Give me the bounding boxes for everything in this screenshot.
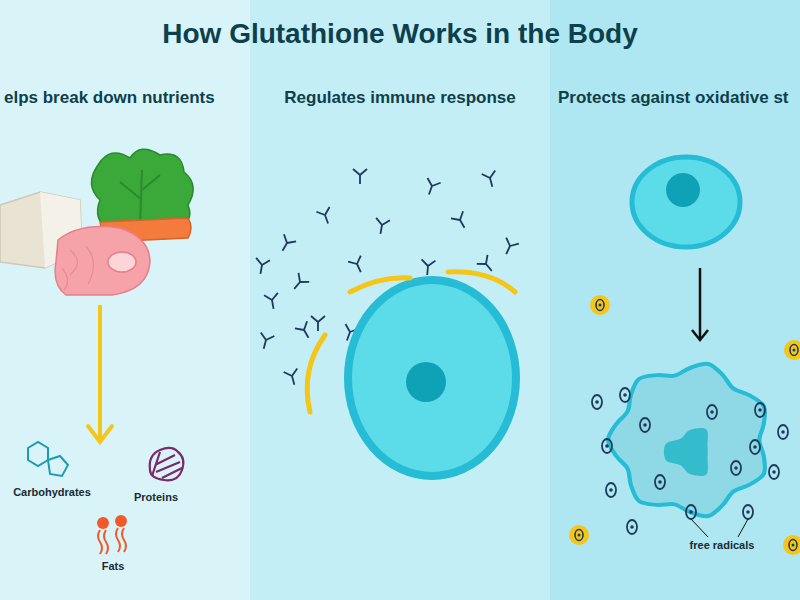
free-radical <box>707 405 717 419</box>
antibody <box>482 170 499 188</box>
free-radical <box>783 535 800 555</box>
free-radicals <box>569 295 800 555</box>
antibody <box>289 273 309 293</box>
panel-ground <box>0 0 250 600</box>
antibody <box>311 316 325 331</box>
fat-icon <box>97 515 127 554</box>
antibody <box>348 256 367 276</box>
panel-heading: Regulates immune response <box>284 88 515 108</box>
yellow-arrow <box>88 305 112 442</box>
panel-band: Protects against oxidative st <box>550 0 800 600</box>
panel-band: elps break down nutrients <box>0 0 250 600</box>
panel-band: Regulates immune response <box>250 0 550 600</box>
free-radical <box>569 525 589 545</box>
free-radical <box>755 403 765 417</box>
free-radical <box>743 505 753 519</box>
antibody <box>254 258 270 275</box>
antibody <box>374 218 390 235</box>
antibody <box>276 234 296 254</box>
free-radical <box>592 395 602 409</box>
leader-lines <box>691 519 748 537</box>
antibody <box>257 332 274 350</box>
antibody <box>295 321 315 341</box>
antibody <box>420 259 435 275</box>
nutrient-label: Fats <box>102 560 125 572</box>
panel-ground <box>250 0 550 600</box>
antibody <box>353 169 367 184</box>
free-radical <box>686 505 696 519</box>
antibody <box>284 368 301 386</box>
free-radical <box>784 340 800 360</box>
cell-nucleus <box>664 428 708 476</box>
nutrient-label: Proteins <box>134 491 178 503</box>
free-radical <box>606 483 616 497</box>
protein-icon <box>150 448 184 480</box>
down-arrow <box>692 268 708 340</box>
free-radical <box>590 295 610 315</box>
antibody <box>422 178 440 197</box>
free-radical <box>731 461 741 475</box>
antibody <box>316 207 334 226</box>
healthy-cell <box>632 157 740 247</box>
panel-heading: elps break down nutrients <box>4 88 215 108</box>
title: How Glutathione Works in the Body <box>0 18 800 50</box>
panel-heading: Protects against oxidative st <box>558 88 789 108</box>
immune-cell <box>348 280 516 476</box>
antibody <box>500 238 519 258</box>
damaged-cell <box>608 364 765 517</box>
antibody <box>264 293 280 310</box>
carbohydrate-icon <box>28 442 68 476</box>
free-radical <box>602 439 612 453</box>
free-radical <box>750 440 760 454</box>
free-radical <box>769 465 779 479</box>
free-radical <box>640 418 650 432</box>
nutrient-label: Carbohydrates <box>13 486 91 498</box>
antibody <box>451 211 471 231</box>
cell-body <box>608 364 765 517</box>
callout-label: free radicals <box>690 539 755 551</box>
free-radical <box>655 475 665 489</box>
food-illustration <box>0 149 193 295</box>
free-radical <box>620 388 630 402</box>
panel-ground <box>550 0 800 600</box>
free-radical <box>778 425 788 439</box>
glutathione-arcs <box>307 272 515 412</box>
free-radical <box>627 520 637 534</box>
